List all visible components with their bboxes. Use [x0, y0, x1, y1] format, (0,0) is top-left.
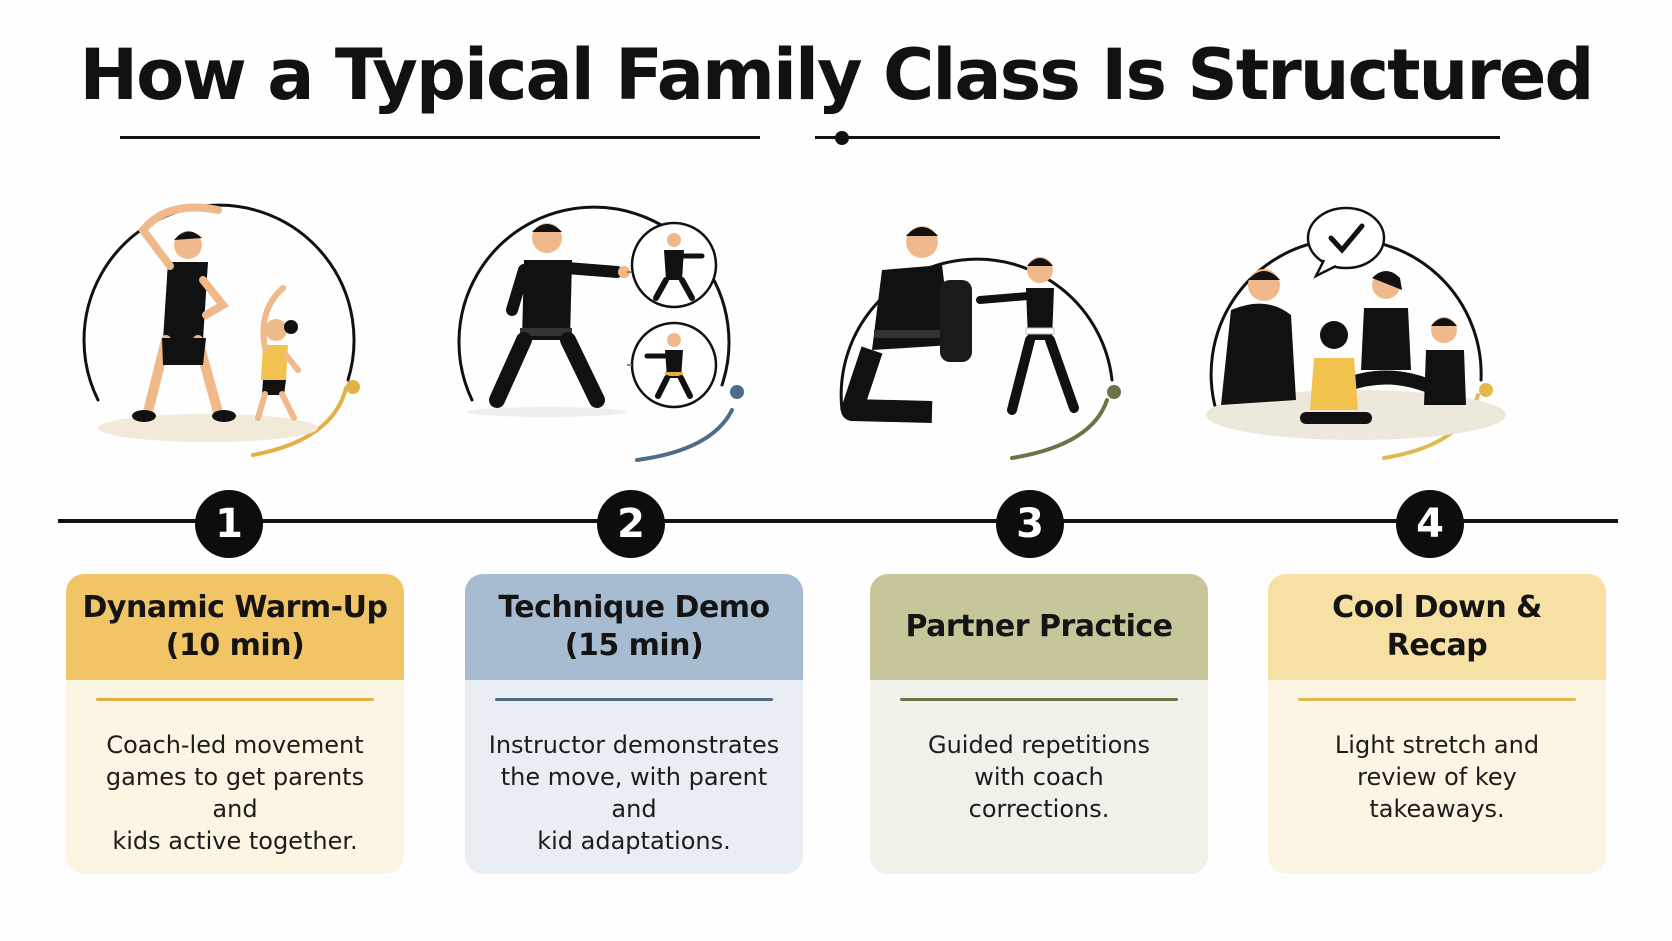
step-4-number: 4 — [1396, 490, 1464, 558]
step-2-title: Technique Demo (15 min) — [465, 574, 803, 680]
step-2-description: Instructor demonstrates the move, with p… — [488, 731, 780, 855]
pad-holding-partner-icon — [839, 226, 1121, 460]
step-2-divider — [495, 698, 773, 701]
step-1-illustration — [58, 180, 378, 500]
timeline-line — [58, 519, 1618, 523]
step-2-number: 2 — [597, 490, 665, 558]
step-3-illustration — [812, 180, 1132, 500]
step-3-number: 3 — [996, 490, 1064, 558]
parent-child-stretching-icon — [82, 203, 360, 457]
title-rule-left — [120, 136, 760, 139]
title-rule-right — [815, 136, 1500, 139]
step-3-description: Guided repetitions with coach correction… — [928, 731, 1150, 823]
step-1-title: Dynamic Warm-Up (10 min) — [66, 574, 404, 680]
step-4-divider — [1298, 698, 1576, 701]
step-1-number: 1 — [195, 490, 263, 558]
step-2-illustration — [432, 180, 752, 500]
step-4-title: Cool Down & Recap — [1268, 574, 1606, 680]
step-3-title: Partner Practice — [870, 574, 1208, 680]
instructor-punch-demo-icon — [457, 205, 744, 462]
step-1-divider — [96, 698, 374, 701]
step-1-card: Dynamic Warm-Up (10 min) Coach-led movem… — [66, 574, 404, 874]
family-circle-recap-icon — [1206, 206, 1506, 460]
step-1-description: Coach-led movement games to get parents … — [105, 731, 365, 855]
step-4-card: Cool Down & Recap Light stretch and revi… — [1268, 574, 1606, 874]
step-3-divider — [900, 698, 1178, 701]
step-4-description: Light stretch and review of key takeaway… — [1334, 731, 1540, 823]
step-2-card: Technique Demo (15 min) Instructor demon… — [465, 574, 803, 874]
page-title: How a Typical Family Class Is Structured — [79, 34, 1595, 116]
step-3-card: Partner Practice Guided repetitions with… — [870, 574, 1208, 874]
step-4-illustration — [1186, 180, 1506, 500]
